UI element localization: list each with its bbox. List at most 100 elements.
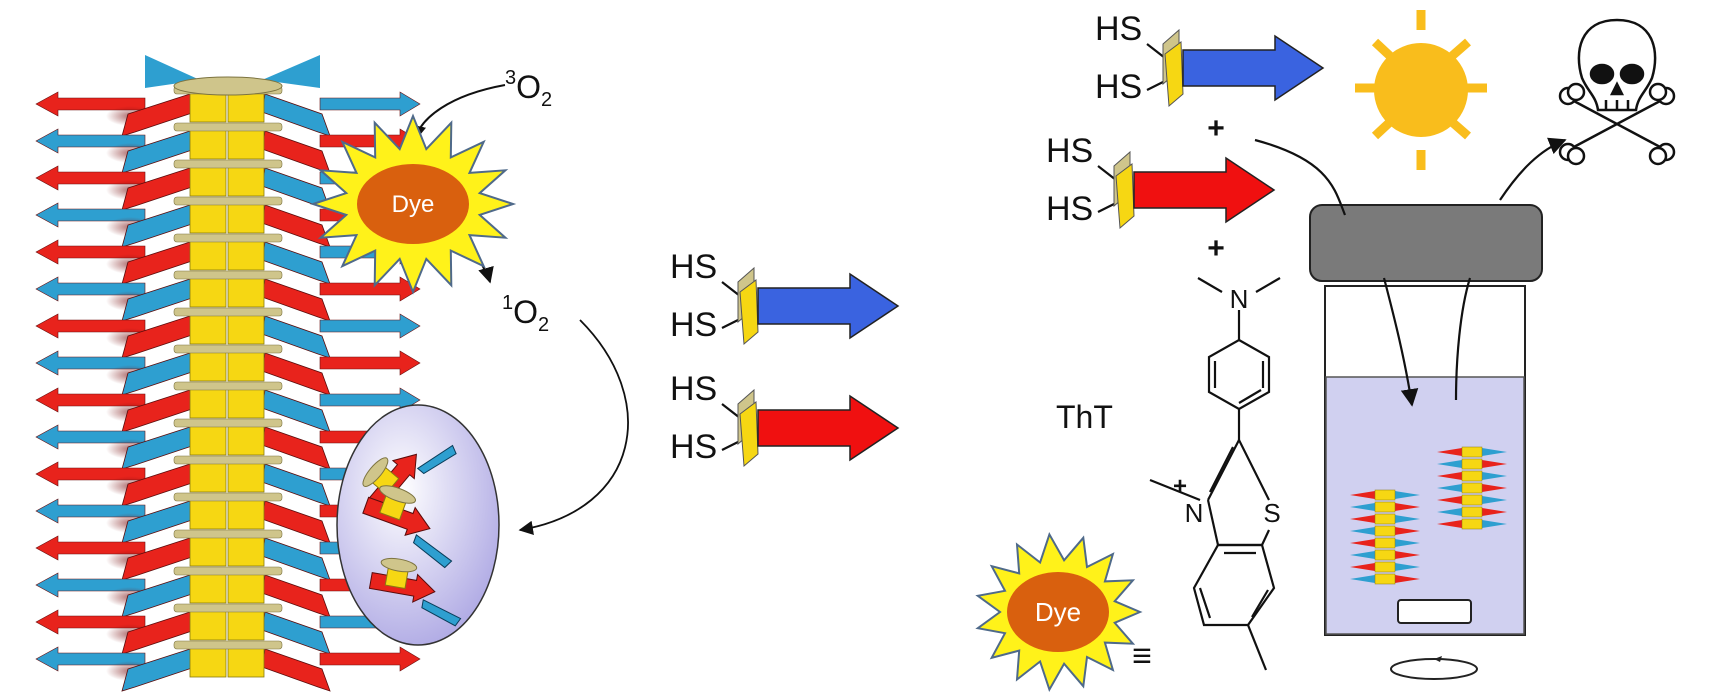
bond-line (1146, 43, 1166, 59)
fibril-top-tip (262, 55, 320, 88)
mini-fibril-core (1374, 501, 1396, 513)
mini-fibril-strand (1395, 563, 1420, 571)
hs-label: HS (670, 370, 717, 408)
mini-fibril-strand (1395, 551, 1420, 559)
fibril-front-strand (121, 130, 196, 174)
dye-photosensitizer: Dye (309, 113, 517, 295)
mini-fibril-strand (1437, 448, 1462, 456)
peptide-arrow (757, 272, 900, 340)
mini-fibril-strand (1395, 503, 1420, 511)
fibril-front-strand (121, 93, 196, 137)
fibril-front-strand (121, 537, 196, 581)
mini-fibril-strand (1482, 460, 1507, 468)
vial-cap (1309, 204, 1543, 282)
fibril-front-strand (121, 574, 196, 618)
mini-fibril-strand (1482, 496, 1507, 504)
dye-legend: Dye ≡ (975, 531, 1152, 693)
fibril-turn (173, 344, 283, 354)
triplet-oxygen-label: 3O2 (505, 67, 552, 111)
singlet-oxygen-label: 1O2 (502, 292, 549, 336)
mini-fibril-core (1374, 537, 1396, 549)
fibril-front-strand (121, 352, 196, 396)
bond-line (721, 403, 741, 419)
stir-rotation-icon (1390, 656, 1478, 680)
skull-crossbones-icon (1558, 18, 1676, 166)
fibril-front-strand (121, 426, 196, 470)
thiol-peptide-group-middle: HS HS HS HS (670, 248, 900, 468)
tht-label: ThT (1056, 399, 1113, 435)
mini-fibril-core (1461, 494, 1483, 506)
thiazolium-charge: + (1173, 473, 1187, 500)
fibril-core-block (227, 165, 265, 197)
fibril-turn (173, 270, 283, 280)
hs-label: HS (1095, 10, 1142, 48)
sun-icon (1355, 10, 1487, 170)
mini-fibril-strand (1437, 496, 1462, 504)
fibril-core-block (227, 498, 265, 530)
fibril-core-block (189, 461, 227, 493)
mini-fibril-core (1461, 458, 1483, 470)
fibril-turn (173, 492, 283, 502)
fibril-core-block (189, 535, 227, 567)
fibril-core-block (227, 202, 265, 234)
mini-fibril-core (1461, 482, 1483, 494)
mini-fibril-strand (1437, 484, 1462, 492)
stir-bar (1397, 599, 1472, 624)
bond-line (721, 281, 741, 297)
fibril-turn (173, 640, 283, 650)
fibril-turn (173, 566, 283, 576)
oxidized-fragment (362, 485, 453, 569)
mini-fibril-core (1461, 470, 1483, 482)
fibril-core-block (227, 609, 265, 641)
fibril-core-block (189, 498, 227, 530)
fibril-front-strand (121, 204, 196, 248)
mini-fibril-strand (1437, 472, 1462, 480)
fibril-front-strand (121, 648, 196, 692)
fibril-core-block (227, 128, 265, 160)
dimethylamino-n-label: N (1230, 284, 1249, 314)
fibril-back-strand (319, 350, 421, 376)
hs-label: HS (670, 306, 717, 344)
mini-fibril-strand (1350, 539, 1375, 547)
thiazolium-n-label: N (1185, 498, 1204, 528)
mini-fibril-strand (1350, 515, 1375, 523)
fibril-turn (173, 159, 283, 169)
fibril-back-strand (319, 91, 421, 117)
mini-fibril-strand (1482, 484, 1507, 492)
fibril-core-block (227, 461, 265, 493)
mini-fibril-strand (1350, 527, 1375, 535)
thioflavin-t-structure (1149, 277, 1281, 671)
fibril-core-block (189, 202, 227, 234)
fibril-top-tip (145, 55, 200, 88)
mini-fibril-core (1461, 446, 1483, 458)
plus-sign-2: + (1207, 232, 1225, 265)
oxidation-arrow (518, 319, 629, 535)
mini-fibril-strand (1350, 503, 1375, 511)
hs-label: HS (1095, 68, 1142, 106)
fibril-core-block (189, 239, 227, 271)
hs-label: HS (670, 428, 717, 466)
hs-label: HS (670, 248, 717, 286)
mini-fibril-strand (1395, 539, 1420, 547)
hs-label: HS (1046, 190, 1093, 228)
peptide-arrow (757, 394, 900, 462)
plus-sign-1: + (1207, 112, 1225, 145)
fibril-core-block (189, 91, 227, 123)
mini-fibril-core (1374, 573, 1396, 585)
fibril-core-block (189, 646, 227, 678)
fibril-core-block (189, 609, 227, 641)
reaction-vial (1309, 204, 1543, 636)
fibril-turn (173, 603, 283, 613)
fibril-front-strand (121, 315, 196, 359)
fibril-core-block (227, 646, 265, 678)
fibril-core-block (189, 165, 227, 197)
fibril-core-block (189, 128, 227, 160)
fibril-turn (173, 529, 283, 539)
triplet-oxygen-arrow (410, 84, 506, 142)
fibril-front-strand (121, 611, 196, 655)
fibril-core-block (227, 424, 265, 456)
vial-solution (1325, 376, 1525, 635)
mini-fibril-core (1374, 489, 1396, 501)
